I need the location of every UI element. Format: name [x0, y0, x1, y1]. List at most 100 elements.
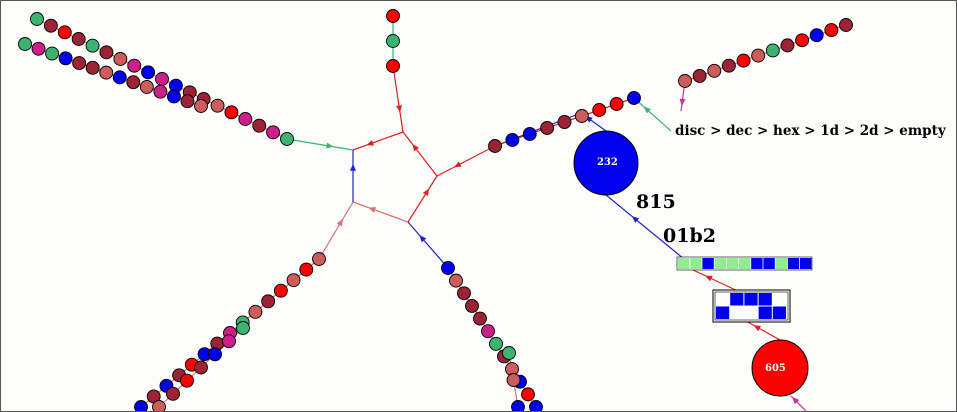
- graph-node[interactable]: [506, 373, 521, 387]
- graph-node[interactable]: [72, 56, 87, 71]
- grid-cell: [758, 306, 772, 319]
- hub-link-edge: [745, 320, 781, 341]
- edge-arrowhead: [792, 397, 800, 405]
- graph-node[interactable]: [441, 261, 455, 275]
- edge-arrowhead: [396, 105, 402, 113]
- graph-node[interactable]: [522, 127, 537, 141]
- graph-node[interactable]: [266, 125, 281, 140]
- graph-node[interactable]: [210, 98, 225, 113]
- graph-node[interactable]: [261, 294, 276, 309]
- graph-node[interactable]: [45, 46, 60, 61]
- graph-node[interactable]: [222, 334, 236, 349]
- caption-pointer: [633, 97, 672, 132]
- graph-node[interactable]: [540, 121, 555, 135]
- graph-node[interactable]: [751, 48, 766, 63]
- graph-node[interactable]: [141, 65, 156, 80]
- graph-node[interactable]: [238, 112, 253, 126]
- graph-node[interactable]: [473, 311, 487, 326]
- graph-node[interactable]: [839, 18, 853, 32]
- graph-node[interactable]: [780, 38, 795, 53]
- graph-node[interactable]: [736, 53, 751, 68]
- graph-node[interactable]: [166, 89, 181, 104]
- graph-node[interactable]: [574, 109, 589, 123]
- graph-node[interactable]: [180, 373, 194, 388]
- graph-node[interactable]: [153, 84, 168, 99]
- graph-node[interactable]: [488, 139, 502, 153]
- pentagon-edge: [352, 131, 404, 151]
- graph-node[interactable]: [489, 336, 503, 351]
- graph-node[interactable]: [134, 400, 148, 412]
- graph-node[interactable]: [236, 321, 250, 335]
- graph-node[interactable]: [609, 97, 624, 111]
- graph-node[interactable]: [505, 133, 520, 147]
- graph-node[interactable]: [252, 118, 267, 133]
- grid-cell: [730, 293, 744, 306]
- graph-node[interactable]: [511, 400, 525, 412]
- strip-cell: [726, 258, 739, 269]
- edge-arrowhead: [326, 142, 334, 149]
- graph-node[interactable]: [449, 273, 463, 288]
- graph-node[interactable]: [809, 28, 824, 43]
- graph-node[interactable]: [99, 65, 114, 80]
- graph-node[interactable]: [126, 75, 141, 90]
- graph-node[interactable]: [194, 360, 208, 375]
- graph-node[interactable]: [31, 41, 46, 56]
- graph-node[interactable]: [208, 347, 222, 362]
- graph-node[interactable]: [139, 79, 154, 94]
- graph-node[interactable]: [465, 298, 479, 313]
- nodes-layer: [18, 9, 853, 412]
- hub-node-232[interactable]: 232: [573, 130, 639, 196]
- label-01b2: 01b2: [663, 225, 716, 247]
- strip-cell: [714, 258, 726, 269]
- graph-node[interactable]: [386, 9, 400, 23]
- graph-node[interactable]: [502, 346, 516, 360]
- graph-node[interactable]: [386, 34, 400, 48]
- graph-node[interactable]: [457, 286, 471, 301]
- graph-node[interactable]: [112, 70, 127, 85]
- spoke-edge: [436, 145, 496, 177]
- graph-node[interactable]: [18, 37, 32, 51]
- grid-cell: [730, 306, 744, 319]
- graph-node[interactable]: [127, 58, 142, 73]
- graph-node[interactable]: [85, 60, 100, 75]
- graph-node[interactable]: [386, 59, 400, 73]
- strip-cell: [775, 258, 787, 269]
- graph-node[interactable]: [224, 105, 239, 120]
- graph-node[interactable]: [312, 252, 326, 266]
- graph-node[interactable]: [273, 283, 288, 298]
- graph-node[interactable]: [71, 32, 86, 46]
- graph-node[interactable]: [795, 33, 810, 48]
- graph-node[interactable]: [707, 63, 722, 78]
- graph-node[interactable]: [592, 103, 607, 117]
- strip-cell: [678, 258, 690, 269]
- hub-node-605[interactable]: 605: [751, 339, 809, 397]
- graph-node[interactable]: [57, 25, 72, 40]
- graph-node[interactable]: [43, 18, 58, 33]
- graph-node[interactable]: [58, 51, 73, 66]
- graph-node[interactable]: [85, 38, 100, 53]
- graph-node[interactable]: [721, 58, 736, 73]
- graph-node[interactable]: [521, 387, 535, 402]
- graph-node[interactable]: [299, 262, 314, 277]
- graph-node[interactable]: [481, 324, 495, 339]
- graph-node[interactable]: [113, 52, 128, 66]
- graph-node[interactable]: [194, 99, 208, 113]
- graph-node[interactable]: [99, 45, 114, 60]
- graph-node[interactable]: [152, 400, 166, 412]
- graph-node[interactable]: [557, 115, 572, 129]
- graph-node[interactable]: [248, 304, 263, 319]
- graph-node[interactable]: [692, 68, 707, 83]
- graph-node[interactable]: [627, 91, 641, 105]
- graph-node[interactable]: [286, 273, 301, 288]
- graph-node[interactable]: [180, 94, 195, 109]
- graph-node[interactable]: [166, 386, 180, 401]
- graph-node[interactable]: [678, 74, 692, 88]
- edge-arrowhead: [336, 218, 343, 227]
- graph-node[interactable]: [280, 132, 294, 146]
- graph-node[interactable]: [824, 23, 839, 38]
- graph-node[interactable]: [30, 12, 44, 26]
- graph-node[interactable]: [765, 43, 780, 58]
- graph-node[interactable]: [529, 400, 543, 412]
- graph-node[interactable]: [155, 72, 169, 86]
